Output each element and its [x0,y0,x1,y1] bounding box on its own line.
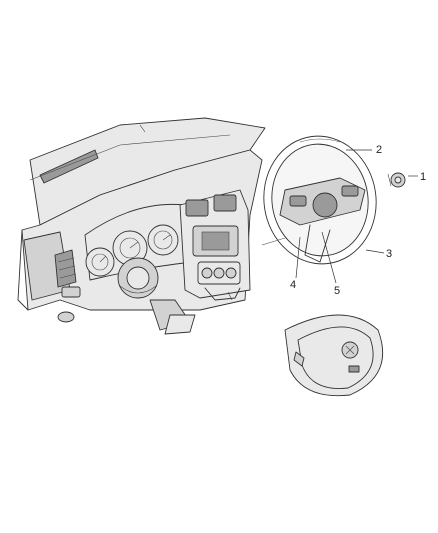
leader-lines [295,149,418,284]
steering-wheel [263,135,377,265]
airbag-module [284,314,384,397]
assembly-line [261,237,286,246]
callout-5: 5 [334,285,340,297]
callout-2: 2 [376,144,382,156]
callout-4: 4 [290,279,296,291]
callout-1: 1 [420,171,426,183]
steering-wheel-nut [387,172,406,188]
callout-3: 3 [386,248,392,260]
instrument-panel [17,117,266,335]
